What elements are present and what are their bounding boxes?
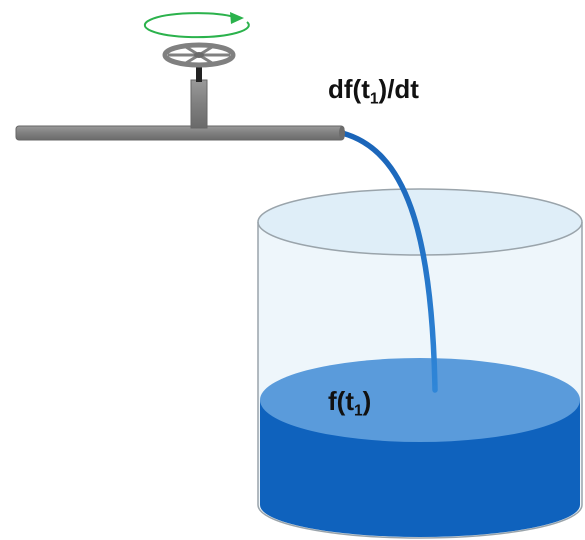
rate-label-suffix: )/dt [378,74,419,104]
tank-outline [257,222,583,539]
rotation-arrow-icon [143,12,250,39]
level-label-prefix: f(t [328,386,354,416]
water-surface [260,358,580,442]
level-label-suffix: ) [362,386,372,416]
rate-label-subscript: 1 [369,90,379,108]
pipe-outlet [339,126,345,140]
water-level-label: f(t1) [328,386,372,419]
valve-spindle [196,64,202,82]
rate-label-prefix: df(t [328,74,370,104]
pipe-main [15,125,345,141]
valve-riser [190,79,208,129]
water-stream [339,130,438,393]
valve-handwheel-icon [162,42,236,68]
pipe [15,125,345,141]
rate-of-change-label: df(t1)/dt [328,74,419,107]
level-label-subscript: 1 [353,402,363,420]
water [260,358,580,537]
